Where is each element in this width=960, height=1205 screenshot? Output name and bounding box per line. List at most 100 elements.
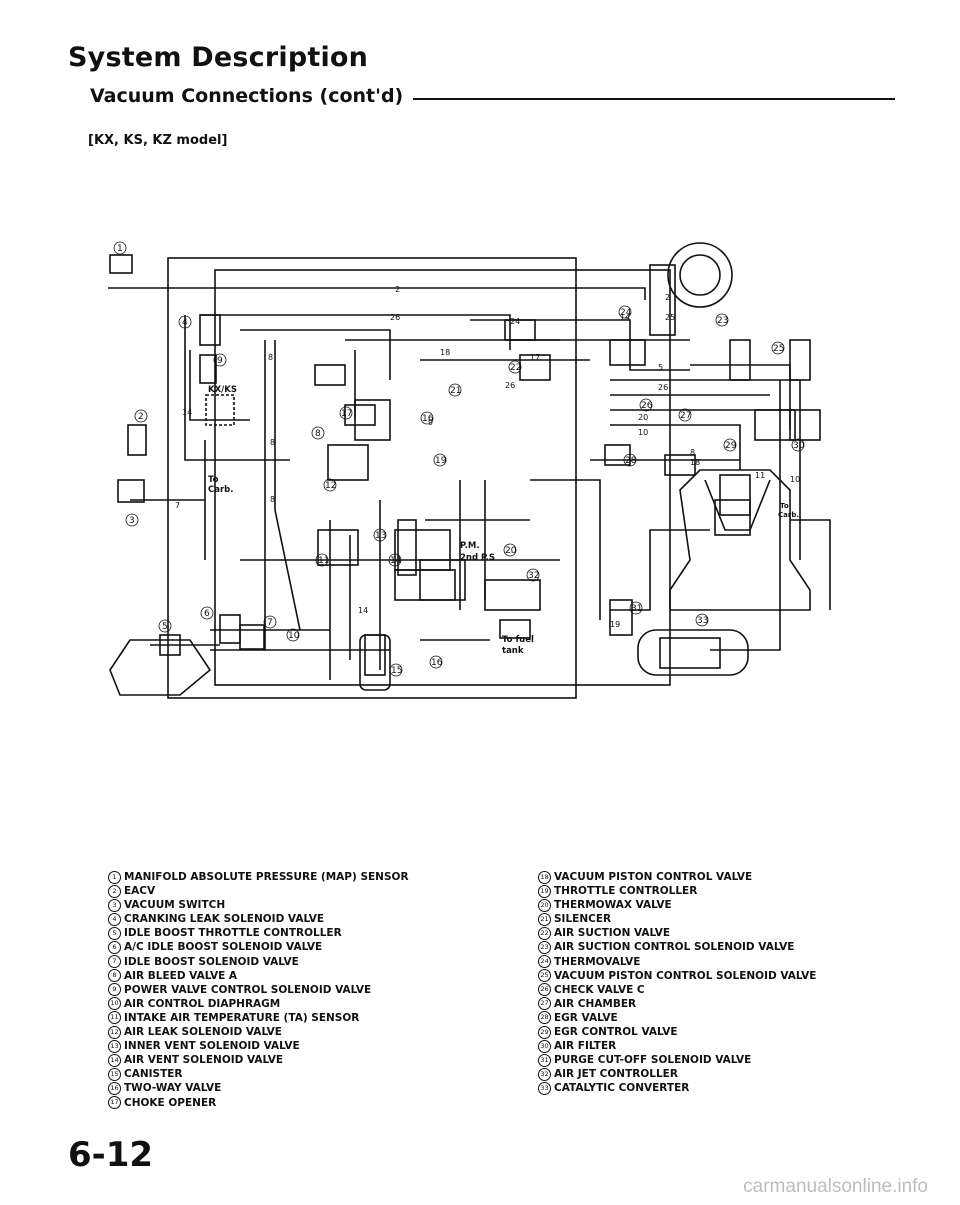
svg-text:20: 20 [505, 546, 517, 556]
svg-text:19: 19 [435, 456, 447, 466]
legend-number: 21 [538, 912, 551, 926]
legend-number: 22 [538, 926, 551, 940]
svg-text:33: 33 [697, 616, 708, 626]
svg-text:24: 24 [510, 317, 520, 326]
legend-number: 25 [538, 969, 551, 983]
svg-text:15: 15 [391, 666, 402, 676]
heading-rule [413, 98, 895, 100]
legend-text: AIR VENT SOLENOID VALVE [124, 1054, 284, 1067]
svg-text:17: 17 [341, 409, 352, 419]
legend-number: 19 [538, 884, 551, 898]
legend-text: AIR CHAMBER [554, 997, 637, 1010]
label-to-carb-right: To [780, 502, 789, 510]
legend-number: 28 [538, 1011, 551, 1025]
legend-text: CANISTER [124, 1068, 183, 1081]
label-pm: P.M. [460, 541, 480, 551]
svg-text:22: 22 [510, 363, 521, 373]
svg-text:32: 32 [528, 571, 539, 581]
watermark: carmanualsonline.info [743, 1176, 928, 1197]
legend-text: MANIFOLD ABSOLUTE PRESSURE (MAP) SENSOR [124, 871, 409, 883]
svg-text:5: 5 [658, 363, 663, 372]
label-to-fuel-tank-2: tank [502, 646, 524, 656]
svg-text:11: 11 [755, 471, 765, 480]
legend-number: 27 [538, 997, 551, 1011]
legend-text: INTAKE AIR TEMPERATURE (TA) SENSOR [124, 1011, 360, 1024]
legend-number: 24 [538, 955, 551, 969]
legend-text: AIR BLEED VALVE A [124, 969, 238, 982]
legend-number: 5 [108, 926, 121, 940]
label-to-fuel-tank: To fuel [502, 635, 534, 645]
legend-text: VACUUM SWITCH [124, 899, 226, 912]
svg-text:26: 26 [390, 313, 400, 322]
svg-text:10: 10 [288, 631, 300, 641]
legend-text: INNER VENT SOLENOID VALVE [124, 1040, 300, 1053]
svg-text:11: 11 [318, 556, 329, 566]
svg-text:14: 14 [182, 408, 192, 417]
legend-number: 11 [108, 1011, 121, 1025]
legend-text: PURGE CUT-OFF SOLENOID VALVE [554, 1054, 752, 1067]
legend-text: EGR VALVE [554, 1011, 618, 1024]
svg-text:16: 16 [431, 658, 443, 668]
page-title: System Description [68, 42, 369, 73]
legend-text: CHECK VALVE C [554, 983, 645, 996]
svg-text:31: 31 [631, 604, 642, 614]
svg-text:7: 7 [175, 501, 180, 510]
legend-number: 8 [108, 969, 121, 983]
legend-number: 33 [538, 1081, 551, 1095]
legend-text: EGR CONTROL VALVE [554, 1026, 678, 1039]
legend-text: THERMOVALVE [554, 955, 641, 968]
legend-number: 20 [538, 898, 551, 912]
svg-text:20: 20 [638, 413, 648, 422]
svg-text:7: 7 [267, 618, 273, 628]
svg-text:2: 2 [665, 293, 670, 302]
svg-text:27: 27 [680, 411, 691, 421]
svg-text:8: 8 [270, 495, 275, 504]
label-kxks: KX/KS [208, 385, 237, 395]
model-label: [KX, KS, KZ model] [88, 133, 228, 148]
svg-text:30: 30 [793, 441, 805, 451]
section-subtitle: Vacuum Connections (cont'd) [90, 85, 404, 107]
legend-text: IDLE BOOST SOLENOID VALVE [124, 955, 299, 968]
legend-text: CRANKING LEAK SOLENOID VALVE [124, 913, 325, 926]
svg-text:19: 19 [610, 620, 620, 629]
svg-text:26: 26 [505, 381, 515, 390]
svg-text:29: 29 [725, 441, 737, 451]
legend-number: 16 [108, 1081, 121, 1095]
svg-text:10: 10 [638, 428, 648, 437]
svg-text:8: 8 [690, 448, 695, 457]
svg-text:18: 18 [690, 458, 700, 467]
svg-text:14: 14 [390, 556, 402, 566]
svg-text:26: 26 [641, 401, 653, 411]
legend-number: 6 [108, 941, 121, 955]
legend-number: 18 [538, 870, 551, 884]
svg-text:12: 12 [325, 481, 336, 491]
svg-text:9: 9 [217, 356, 223, 366]
svg-text:2: 2 [138, 412, 144, 422]
legend-number: 32 [538, 1067, 551, 1081]
legend-text: AIR FILTER [554, 1040, 617, 1053]
svg-text:23: 23 [717, 316, 728, 326]
svg-text:8: 8 [315, 429, 321, 439]
legend-text: TWO-WAY VALVE [124, 1082, 222, 1095]
svg-text:4: 4 [182, 318, 188, 328]
label-to-carb: To [208, 475, 219, 485]
